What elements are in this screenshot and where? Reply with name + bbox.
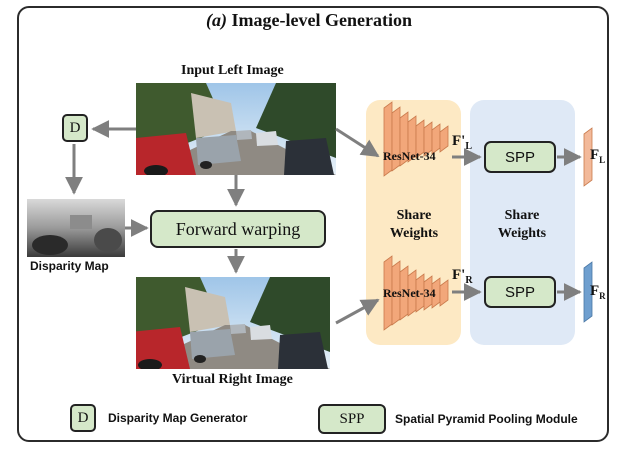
title-text: Image-level Generation [227,10,412,30]
spp-label-top: SPP [504,148,535,166]
disparity-generator-letter: D [69,119,81,136]
virtual-right-image [136,277,330,369]
share-weights-label-spp: Share Weights [497,208,547,241]
legend-spp-text: Spatial Pyramid Pooling Module [395,412,578,426]
feature-right-label: F'R [452,267,473,286]
output-right-sub: R [599,291,606,301]
forward-warping-box: Forward warping [150,210,326,248]
output-right-block [583,261,593,323]
disparity-map-image [27,199,125,257]
feature-right-sub: R [465,275,473,286]
output-left-main: F [590,147,600,163]
resnet-label-top: ResNet-34 [383,149,436,163]
legend-spp-symbol: SPP [318,404,386,434]
figure-frame [17,6,609,442]
disparity-map-label: Disparity Map [30,259,109,273]
legend-d-symbol-text: D [77,409,89,426]
input-left-image [136,83,336,175]
resnet-stack-top [383,101,449,177]
legend-spp-symbol-text: SPP [339,410,365,427]
arrows [65,120,582,325]
resnet-label-bottom: ResNet-34 [383,286,436,300]
feature-left-main: F' [452,133,466,149]
share-weights-label-resnet: Share Weights [389,208,439,241]
spp-box-top: SPP [484,141,556,173]
feature-right-main: F' [452,267,466,283]
resnet-stack-bottom [383,255,449,331]
output-left-sub: L [599,155,606,165]
disparity-generator-box: D [62,114,88,142]
input-left-image-label: Input Left Image [181,63,284,78]
output-right-label: FR [590,283,606,301]
output-left-label: FL [590,147,605,165]
output-right-main: F [590,283,600,299]
output-left-block [583,127,593,187]
figure-title: (a) Image-level Generation [0,10,618,31]
title-prefix: (a) [206,10,228,30]
spp-box-bottom: SPP [484,276,556,308]
feature-left-sub: L [465,141,473,152]
legend-d-symbol: D [70,404,96,432]
legend-d-text: Disparity Map Generator [108,411,248,425]
forward-warping-label: Forward warping [175,218,301,239]
feature-left-label: F'L [452,133,472,152]
spp-label-bottom: SPP [504,283,535,301]
virtual-right-image-label: Virtual Right Image [172,372,293,387]
